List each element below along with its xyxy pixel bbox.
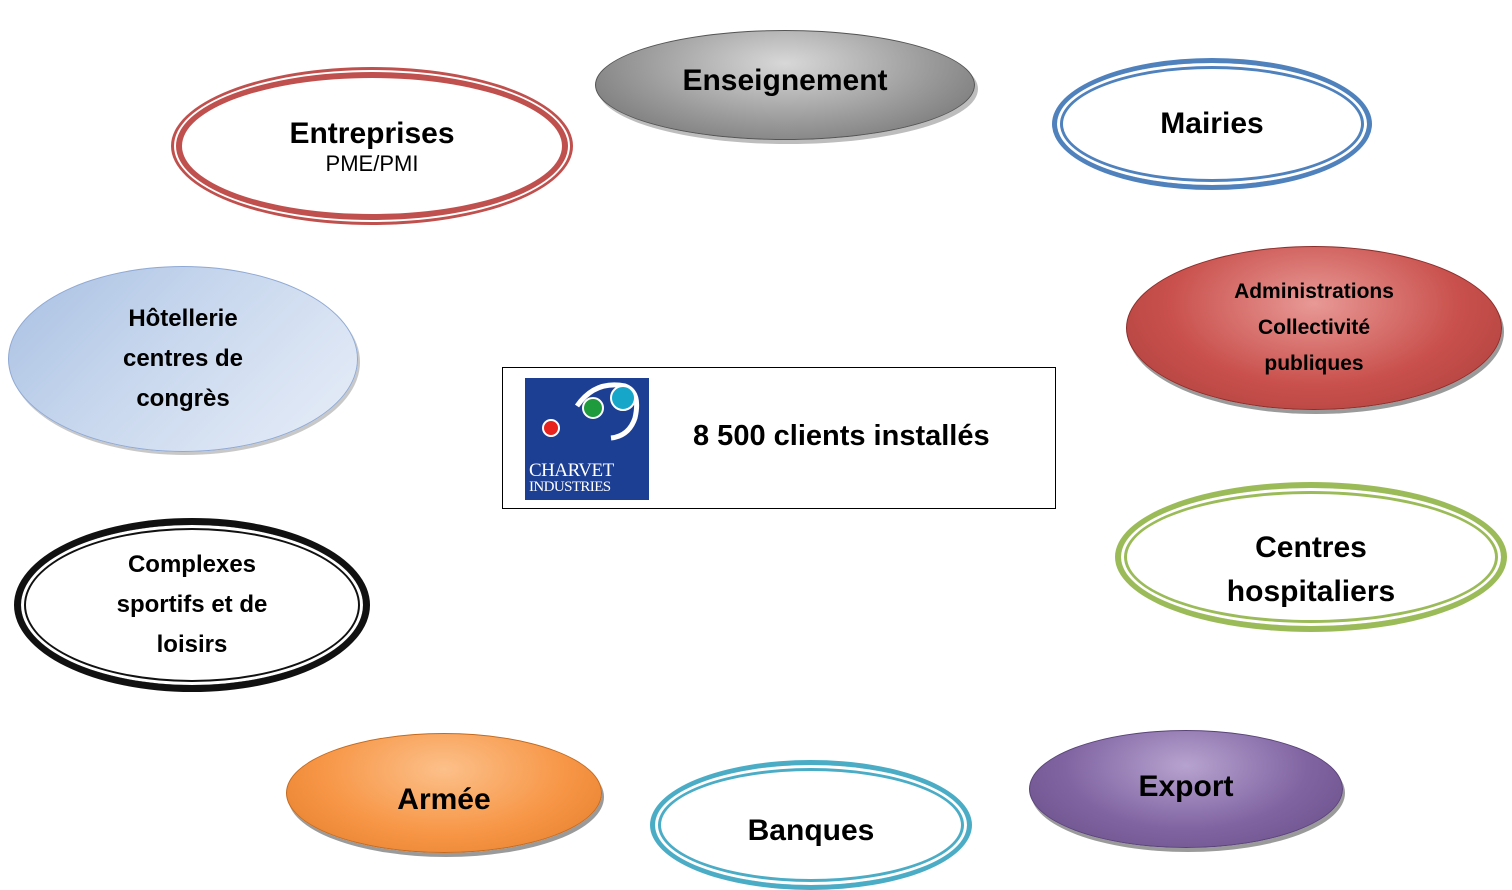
node-mairies-label: Mairies: [1160, 106, 1264, 140]
node-armee-label: Armée: [397, 782, 491, 816]
center-box: CHARVET INDUSTRIES 8 500 clients install…: [502, 367, 1056, 509]
logo-text-charvet: CHARVET: [529, 460, 614, 481]
node-banques: Banques: [650, 760, 972, 890]
node-export-label: Export: [1138, 769, 1234, 803]
node-administrations-line3: publiques: [1264, 352, 1364, 375]
logo-blue-dot: [610, 385, 636, 411]
node-centres-hospitaliers: Centres hospitaliers: [1115, 482, 1507, 632]
node-hospitaliers-line1: Centres: [1255, 531, 1367, 564]
logo-red-dot: [542, 419, 560, 437]
logo-green-dot: [582, 397, 604, 419]
node-administrations-line2: Collectivité: [1257, 316, 1371, 339]
node-hotellerie-line2: centres de: [122, 345, 244, 372]
node-entreprises: Entreprises PME/PMI: [176, 72, 568, 220]
node-entreprises-label: Entreprises: [289, 116, 455, 150]
node-hospitaliers-line2: hospitaliers: [1226, 575, 1396, 608]
node-complexes-line3: loisirs: [156, 631, 228, 658]
node-entreprises-sublabel: PME/PMI: [325, 151, 419, 177]
node-administrations: Administrations Collectivité publiques: [1126, 246, 1502, 410]
node-export: Export: [1029, 730, 1343, 848]
node-enseignement-label: Enseignement: [682, 63, 888, 97]
node-enseignement: Enseignement: [595, 30, 975, 140]
node-hotellerie-line1: Hôtellerie: [128, 305, 238, 332]
charvet-logo: CHARVET INDUSTRIES: [525, 378, 649, 500]
node-armee: Armée: [286, 733, 602, 853]
node-banques-label: Banques: [747, 813, 875, 847]
node-complexes-line2: sportifs et de: [116, 591, 268, 618]
clients-count-label: 8 500 clients installés: [693, 420, 990, 452]
node-administrations-line1: Administrations: [1234, 280, 1394, 303]
node-hotellerie: Hôtellerie centres de congrès: [8, 266, 358, 452]
logo-text-industries: INDUSTRIES: [529, 479, 611, 495]
node-complexes-line1: Complexes: [127, 551, 257, 578]
logo-icon: [542, 382, 640, 441]
node-hotellerie-line3: congrès: [136, 385, 230, 412]
node-complexes-sportifs: Complexes sportifs et de loisirs: [14, 518, 370, 692]
node-mairies: Mairies: [1052, 58, 1372, 190]
